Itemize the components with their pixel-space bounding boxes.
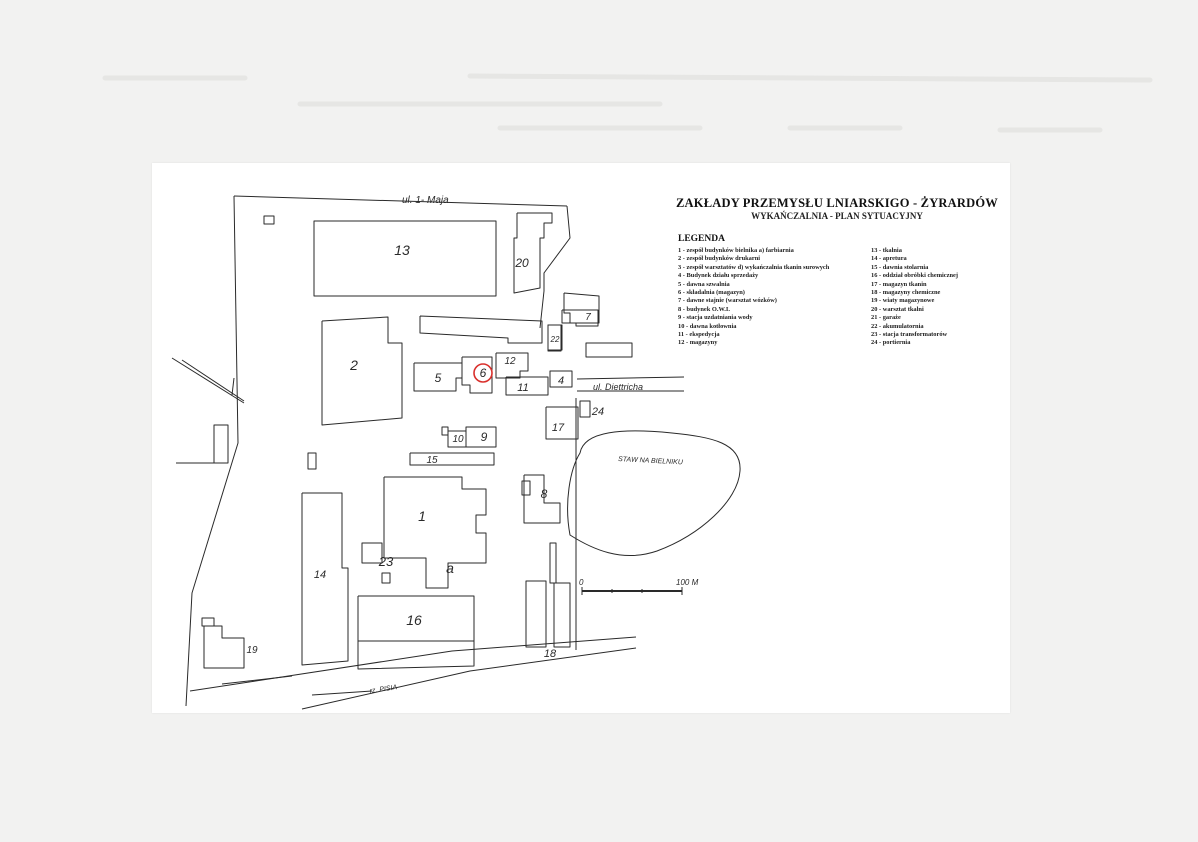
building-15	[409, 452, 495, 466]
building-9	[465, 426, 497, 448]
building-20	[513, 212, 553, 294]
map-sheet: 1 a 2 4 5 6 7 8 9 10 11 12 13 14 15 16 1…	[152, 163, 1010, 713]
legend-item: 16 - oddział obróbki chemicznej	[871, 272, 958, 280]
legend-item: 3 - zespół warsztatów d) wykańczalnia tk…	[678, 263, 830, 271]
street-north-label: ul. 1- Maja	[402, 195, 449, 206]
riverbank-inner	[221, 675, 293, 685]
building-23	[361, 542, 383, 564]
scale-end: 100 M	[676, 578, 699, 587]
building-14	[301, 492, 349, 666]
building-13	[313, 220, 497, 297]
legend-item: 7 - dawne stajnie (warsztat wózków)	[678, 297, 777, 305]
label-19: 19	[246, 645, 258, 656]
building-12	[495, 352, 529, 379]
highlight-circle-6	[473, 363, 493, 383]
legend-item: 14 - apretura	[871, 255, 907, 263]
building-19	[203, 625, 245, 669]
street-east-label: ul. Diettricha	[593, 382, 643, 392]
building-16	[357, 595, 475, 670]
building-24	[579, 400, 591, 418]
label-7: 7	[585, 312, 591, 323]
label-24: 24	[591, 406, 604, 418]
legend-item: 1 - zespół budynków bielnika a) farbiarn…	[678, 247, 794, 254]
label-1a: a	[446, 560, 454, 576]
label-4: 4	[558, 375, 564, 387]
legend-item: 20 - warsztat tkalni	[871, 305, 924, 313]
label-16: 16	[406, 612, 422, 628]
legend-item: 6 - składalnia (magazyn)	[678, 289, 745, 297]
building-7	[561, 309, 599, 327]
building-4	[549, 370, 573, 388]
pond-staw-na-bielniku	[567, 430, 741, 556]
site-boundary-west	[185, 195, 239, 707]
building-22	[547, 324, 562, 352]
label-17: 17	[552, 422, 565, 434]
river-label: rz. PISIA	[369, 684, 398, 695]
label-20: 20	[514, 256, 529, 270]
legend-item: 23 - stacja transformatorów	[871, 331, 948, 339]
map-subtitle: WYKAŃCZALNIA - PLAN SYTUACYJNY	[751, 211, 923, 221]
label-15: 15	[426, 455, 438, 466]
river-bank-lower	[301, 647, 637, 710]
building-1	[383, 476, 487, 589]
building-8	[523, 474, 561, 524]
label-11: 11	[517, 382, 528, 394]
legend-item: 13 - tkalnia	[871, 247, 902, 254]
label-10: 10	[452, 434, 464, 445]
building-6	[461, 356, 493, 394]
label-6: 6	[480, 366, 487, 380]
legend-item: 9 - stacja uzdatniania wody	[678, 314, 753, 322]
legend-item: 19 - wiaty magazynowe	[871, 297, 935, 305]
legend-item: 15 - dawnia stolarnia	[871, 263, 929, 271]
building-18	[525, 580, 547, 648]
building-17	[545, 406, 579, 440]
legend-heading: LEGENDA	[678, 234, 725, 244]
label-14: 14	[314, 569, 326, 581]
site-plan-map: 1 a 2 4 5 6 7 8 9 10 11 12 13 14 15 16 1…	[171, 195, 741, 710]
legend-item: 2 - zespół budynków drukarni	[678, 255, 761, 263]
scale-start: 0	[579, 578, 584, 587]
building-11	[505, 376, 549, 396]
legend-item: 17 - magazyn tkanin	[871, 280, 927, 288]
map-title: ZAKŁADY PRZEMYSŁU LNIARSKIGO - ŻYRARDÓW	[676, 196, 998, 210]
legend-item: 22 - akumulatornia	[871, 322, 924, 330]
building-2	[321, 316, 403, 426]
legend-item: 11 - ekspedycja	[678, 331, 720, 339]
legend-item: 18 - magazyny chemiczne	[871, 289, 941, 297]
label-8: 8	[541, 487, 548, 501]
label-5: 5	[435, 371, 442, 385]
label-2: 2	[349, 357, 358, 373]
label-22: 22	[550, 335, 560, 344]
site-boundary-east	[539, 205, 571, 329]
label-18: 18	[544, 648, 557, 660]
legend-item: 24 - portiernia	[871, 339, 911, 347]
legend-item: 21 - garaże	[871, 314, 901, 322]
legend-left-column: 1 - zespół budynków bielnika a) farbiarn…	[678, 247, 829, 348]
legend-item: 12 - magazyny	[678, 339, 718, 347]
label-1: 1	[418, 508, 426, 524]
legend-item: 5 - dawna szwalnia	[678, 280, 730, 288]
label-12: 12	[504, 356, 516, 367]
legend-item: 10 - dawna kotłownia	[678, 322, 737, 330]
site-boundary	[233, 195, 568, 207]
pond-label: STAW NA BIELNIKU	[618, 456, 684, 466]
label-23: 23	[378, 554, 394, 569]
label-9: 9	[481, 430, 488, 444]
legend-item: 8 - budynek O.W.I.	[678, 305, 730, 313]
legend-item: 4 - Budynek działu sprzedaży	[678, 272, 759, 280]
label-13: 13	[394, 242, 410, 258]
